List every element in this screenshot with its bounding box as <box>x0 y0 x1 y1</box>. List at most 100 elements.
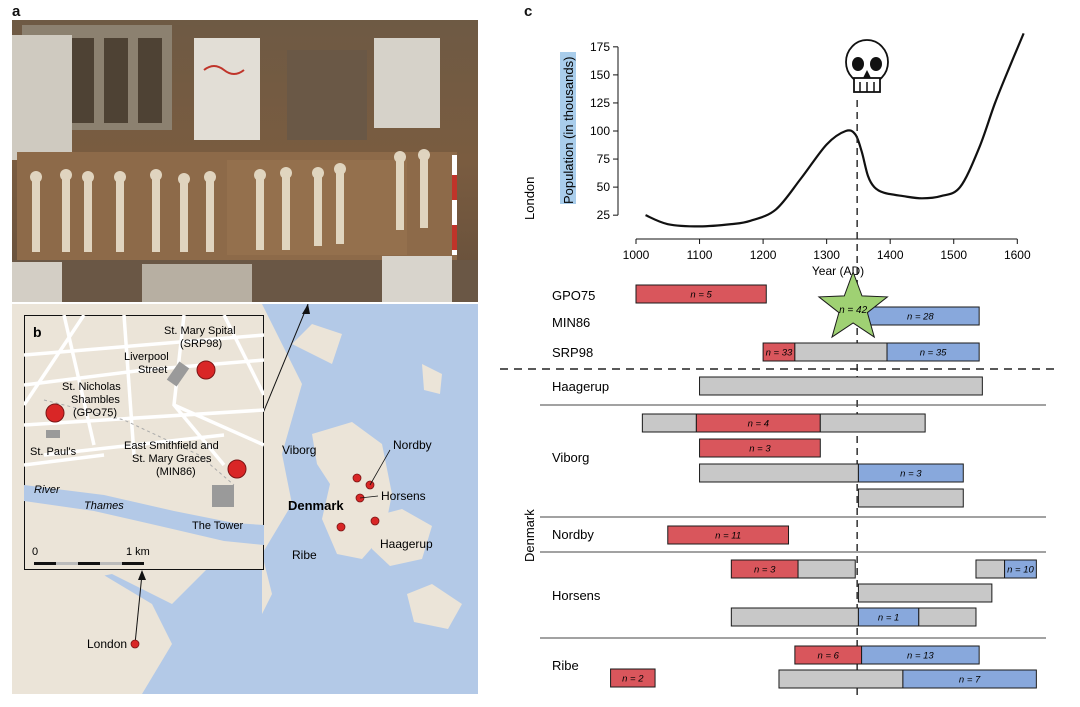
site-label-srp98: SRP98 <box>552 345 593 360</box>
x-tick-label: 1400 <box>877 248 904 262</box>
label-ribe: Ribe <box>292 548 317 562</box>
label-river: River <box>34 484 61 496</box>
timeline-bar-undated <box>699 376 983 396</box>
label-spital-1: St. Mary Spital <box>164 325 236 337</box>
timeline-bar-label: n = 13 <box>907 651 934 662</box>
site-label-min86: MIN86 <box>552 315 590 330</box>
timeline-bar-label: n = 6 <box>818 651 840 662</box>
star-marker: n = 42 <box>817 270 889 339</box>
timeline-bar-undated <box>857 488 964 508</box>
label-smithfield-1: East Smithfield and <box>124 440 219 452</box>
timeline-bar-undated <box>857 583 993 603</box>
timeline-bar-label: n = 5 <box>690 290 712 301</box>
ylabel-highlight <box>560 52 576 204</box>
site-label-viborg: Viborg <box>552 450 589 465</box>
y-axis-label: Population (in thousands) <box>561 57 576 204</box>
timeline-bar-undated <box>641 413 697 433</box>
x-tick-label: 1300 <box>813 248 840 262</box>
label-nicholas-3: (GPO75) <box>73 407 117 419</box>
label-spital-2: (SRP98) <box>180 338 222 350</box>
x-tick-label: 1000 <box>623 248 650 262</box>
timeline-bar-label: n = 11 <box>715 531 741 542</box>
site-label-nordby: Nordby <box>552 527 594 542</box>
timeline-bar-post <box>861 645 980 665</box>
site-label-ribe: Ribe <box>552 658 579 673</box>
timeline-bar-undated <box>819 413 926 433</box>
region-label-london: London <box>522 177 537 220</box>
y-tick-label: 25 <box>597 208 611 222</box>
timeline-bar-label: n = 33 <box>766 348 793 359</box>
region-label-denmark: Denmark <box>522 509 537 562</box>
y-tick-label: 50 <box>597 180 611 194</box>
timeline-bar-label: n = 3 <box>749 444 771 455</box>
label-thames: Thames <box>84 500 124 512</box>
y-tick-label: 75 <box>597 152 611 166</box>
label-liverpool-1: Liverpool <box>124 351 169 363</box>
label-the-tower: The Tower <box>192 520 243 532</box>
timeline-bar-undated <box>918 607 977 627</box>
y-tick-label: 100 <box>590 124 610 138</box>
timeline-bar-label: n = 35 <box>920 348 947 359</box>
timeline-bar-label: n = 1 <box>878 613 899 624</box>
timeline-bar-label: n = 4 <box>748 419 769 430</box>
label-st-pauls: St. Paul's <box>30 446 77 458</box>
scale-1km: 1 km <box>126 546 150 558</box>
timeline-bar-post <box>902 669 1037 689</box>
london-inset-map: b St. Mary Spital (SRP98) Liverpool Stre… <box>24 315 264 570</box>
site-label-gpo75: GPO75 <box>552 288 595 303</box>
timeline-bar-undated <box>699 463 859 483</box>
panel-letter-c: c <box>524 3 533 20</box>
label-smithfield-2: St. Mary Graces <box>132 453 212 465</box>
star-label: n = 42 <box>839 305 868 316</box>
site-label-horsens: Horsens <box>552 588 601 603</box>
label-smithfield-3: (MIN86) <box>156 466 196 478</box>
scale-0: 0 <box>32 546 38 558</box>
label-horsens: Horsens <box>381 489 426 503</box>
excavation-photo <box>12 20 478 302</box>
label-haagerup: Haagerup <box>380 537 433 551</box>
panel-letter-a: a <box>12 3 21 20</box>
y-tick-label: 150 <box>590 68 610 82</box>
timeline-bar-label: n = 2 <box>622 674 644 685</box>
timeline-bar-pre <box>667 525 790 545</box>
label-nicholas-2: Shambles <box>71 394 120 406</box>
population-timeline-chart: London Population (in thousands) 25 50 75 1… <box>500 32 1058 700</box>
timeline-bar-undated <box>778 669 904 689</box>
label-liverpool-2: Street <box>138 364 167 376</box>
timeline-bar-undated <box>794 342 888 362</box>
label-denmark: Denmark <box>288 498 344 513</box>
site-separators <box>540 404 1046 639</box>
timeline-bar-pre <box>699 438 821 458</box>
x-tick-label: 1100 <box>687 248 713 262</box>
x-tick-label: 1600 <box>1004 248 1031 262</box>
label-viborg: Viborg <box>282 443 316 457</box>
panel-letter-b: b <box>33 324 42 340</box>
timeline-bar-post <box>857 463 964 483</box>
timeline-bars: n = 5 n = 28 n = 33 n = 35 n = 4 n = 3 n = 3 n … <box>610 284 1037 689</box>
label-london: London <box>87 637 127 651</box>
timeline-bar-label: n = 10 <box>1007 565 1034 576</box>
x-tick-label: 1500 <box>940 248 967 262</box>
timeline-bar-undated <box>730 607 859 627</box>
x-axis-label: Year (AD) <box>812 264 864 278</box>
timeline-bar-undated <box>797 559 856 579</box>
timeline-bar-label: n = 3 <box>754 565 776 576</box>
timeline-bar-label: n = 7 <box>959 675 981 686</box>
timeline-bar-undated <box>975 559 1006 579</box>
skull-icon <box>845 39 889 93</box>
timeline-bar-pre <box>635 284 767 304</box>
label-nordby: Nordby <box>393 438 432 452</box>
x-tick-label: 1200 <box>750 248 777 262</box>
timeline-bar-label: n = 28 <box>907 312 934 323</box>
site-label-haagerup: Haagerup <box>552 379 609 394</box>
timeline-bar-post <box>886 342 980 362</box>
timeline-bar-pre <box>610 668 656 688</box>
series-line-population <box>645 32 1025 228</box>
chart-axes: 25 50 75 100 125 150 175 1000 1100 1200 1300 1400 15… <box>590 40 1031 262</box>
timeline-bar-post <box>1004 559 1037 579</box>
y-tick-label: 175 <box>590 40 610 54</box>
timeline-bar-label: n = 3 <box>900 469 922 480</box>
y-tick-label: 125 <box>590 96 610 110</box>
label-nicholas-1: St. Nicholas <box>62 381 121 393</box>
